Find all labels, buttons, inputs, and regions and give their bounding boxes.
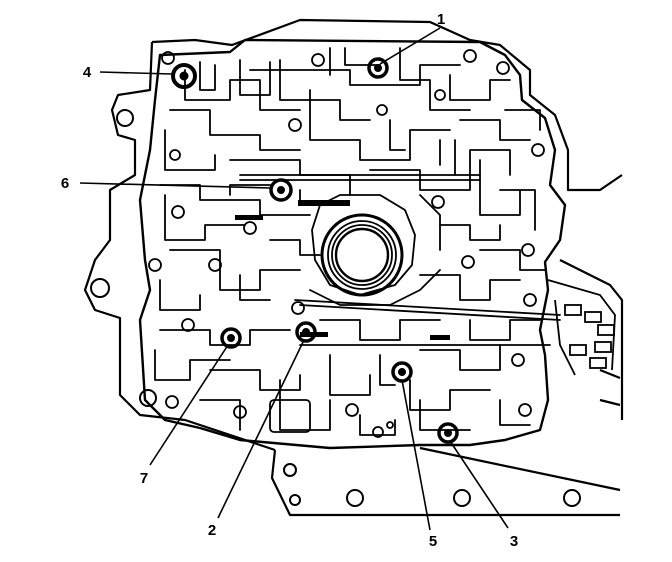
check-ball-5 [391, 361, 413, 383]
plate-bolt [511, 353, 525, 367]
leader-line-3 [449, 440, 509, 529]
bore-ring [331, 224, 393, 286]
leader-line-2 [217, 339, 305, 519]
callout-5: 5 [429, 533, 437, 550]
valve-body-plate [138, 38, 567, 450]
callout-3: 3 [510, 533, 518, 550]
plate-bolt [463, 49, 477, 63]
plate-bolt [208, 258, 222, 272]
small-port [372, 426, 384, 438]
check-ball-6 [269, 178, 293, 202]
leader-line-7 [149, 344, 229, 466]
plate-bolt [165, 395, 179, 409]
plate-bolt [521, 243, 535, 257]
plate-bolt [523, 293, 537, 307]
case-bolt [563, 489, 581, 507]
check-balls [171, 57, 459, 444]
solenoid-block [547, 279, 616, 376]
plate-bolt [171, 205, 185, 219]
check-ball-7 [220, 327, 242, 349]
check-ball-4 [171, 63, 197, 89]
plate-bolt [181, 318, 195, 332]
solenoid-slot [569, 344, 587, 356]
case-bolt [453, 489, 471, 507]
solenoid-slot [589, 357, 607, 369]
plate-bolt [345, 403, 359, 417]
leader-line-5 [401, 379, 431, 531]
check-ball-2 [295, 321, 317, 343]
plate-bolt [291, 301, 305, 315]
pocket [269, 399, 311, 433]
callout-4: 4 [83, 64, 92, 81]
callout-labels: 1 2 3 4 5 6 7 [61, 11, 518, 550]
leader-line-1 [379, 27, 441, 65]
small-port [386, 421, 394, 429]
plate-bolt [311, 53, 325, 67]
solenoid-slot [564, 304, 582, 316]
solenoid-slot [594, 341, 612, 353]
plate-bolt [518, 403, 532, 417]
plate-bolt [243, 221, 257, 235]
plate-bolt [531, 143, 545, 157]
leader-lines [79, 27, 509, 531]
plate-bolt [461, 255, 475, 269]
fluid-passages [154, 47, 561, 436]
case-bolt [283, 463, 297, 477]
case-bolt [346, 489, 364, 507]
bore-outer [320, 213, 404, 297]
plate-bolt [161, 51, 175, 65]
plate-bolt [496, 61, 510, 75]
leader-line-4 [99, 71, 173, 75]
callout-1: 1 [437, 11, 445, 28]
output-shaft-bore [320, 213, 404, 297]
case-bolt [90, 278, 110, 298]
lower-pocket [269, 399, 394, 438]
check-ball-1 [367, 57, 389, 79]
bore-ring [327, 220, 397, 290]
plate-bolt [169, 149, 181, 161]
plate-bolt [288, 118, 302, 132]
case-bolt [139, 389, 157, 407]
callout-7: 7 [140, 470, 148, 487]
check-ball-3 [437, 422, 459, 444]
solenoid-slot [584, 311, 602, 323]
plate-bolt-holes [148, 49, 545, 419]
solenoid-slot [597, 324, 615, 336]
transmission-case [83, 18, 624, 517]
case-bolt [289, 494, 301, 506]
plate-bolt [434, 89, 446, 101]
leader-line-6 [79, 182, 271, 189]
plate-bolt [376, 104, 388, 116]
callout-2: 2 [208, 522, 216, 539]
bore-inner [334, 227, 390, 283]
callout-6: 6 [61, 175, 69, 192]
case-bolt-bosses [90, 109, 581, 507]
case-bolt [116, 109, 134, 127]
plate-bolt [148, 258, 162, 272]
plate-bolt [431, 195, 445, 209]
